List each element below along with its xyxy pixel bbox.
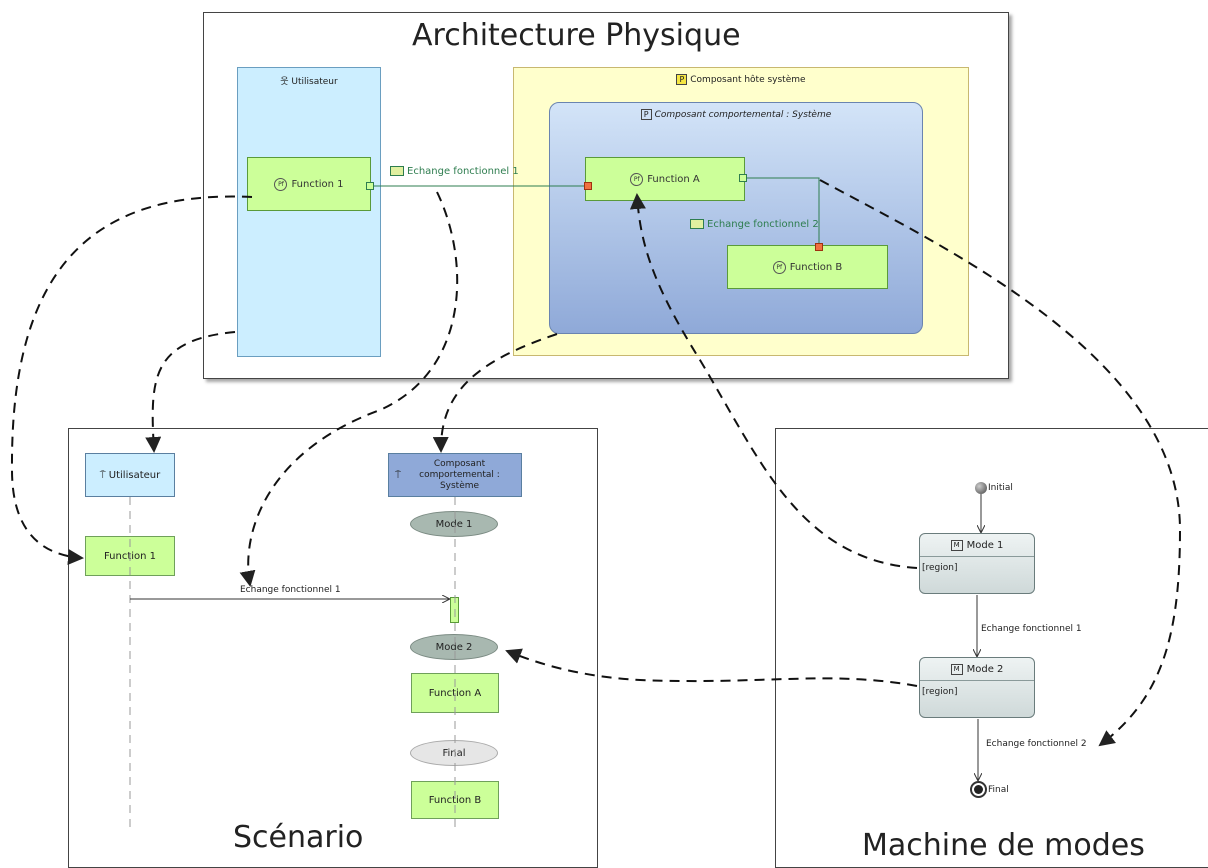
trace-function-1-to-scenario [10, 195, 253, 565]
trace-component-to-lifeline [432, 333, 558, 453]
scenario-message-label: Echange fonctionnel 1 [240, 585, 341, 595]
scenario-mode-2[interactable]: Mode 2 [410, 634, 498, 660]
architecture-title: Architecture Physique [412, 18, 741, 53]
lifeline-system-head[interactable]: ⍑ Composant comportemental : Système [388, 453, 522, 497]
transition-2-label[interactable]: Echange fonctionnel 2 [986, 739, 1087, 749]
physical-function-icon: Pf [630, 172, 644, 186]
mode-machine-title: Machine de modes [862, 828, 1145, 863]
final-label: Final [988, 785, 1009, 795]
scenario-panel [68, 428, 598, 868]
actor-icon: 웃 [280, 77, 289, 87]
lifeline-utilisateur-head[interactable]: ⍑ Utilisateur [85, 453, 175, 497]
mode-machine-panel [775, 428, 1208, 868]
exchange-1-label[interactable]: Echange fonctionnel 1 [390, 166, 519, 177]
scenario-title: Scénario [233, 820, 364, 855]
region-1: [region] [922, 563, 958, 573]
function-1-label: Function 1 [291, 178, 344, 190]
host-component-label: Composant hôte système [690, 75, 806, 85]
trace-mode2-to-scenario [505, 648, 918, 687]
trace-exchange-2-to-transition [819, 179, 1182, 747]
function-b-label: Function B [789, 261, 843, 273]
output-port-function-1[interactable] [366, 182, 374, 190]
initial-pseudostate[interactable] [975, 482, 987, 494]
actor-label: Utilisateur [291, 77, 338, 87]
physical-component-icon: P [676, 74, 688, 85]
exchange-2-line[interactable] [747, 177, 820, 243]
function-1-box[interactable]: Pf Function 1 [247, 157, 371, 211]
scenario-mode-1[interactable]: Mode 1 [410, 511, 498, 537]
exchange-icon [690, 219, 704, 229]
final-state[interactable] [970, 781, 987, 798]
behavior-component-label: Composant comportemental : Système [654, 110, 832, 120]
mode-icon: M [950, 663, 963, 675]
trace-mode1-to-function-a [629, 193, 918, 569]
initial-label: Initial [988, 483, 1013, 493]
physical-function-icon: Pf [772, 260, 786, 274]
component-icon: P [640, 109, 652, 120]
function-a-label: Function A [647, 173, 700, 185]
trace-actor-to-lifeline [145, 331, 236, 453]
function-a-box[interactable]: Pf Function A [585, 157, 745, 201]
lifeline-component-icon: ⍑ [395, 469, 401, 481]
scenario-final[interactable]: Final [410, 740, 498, 766]
region-2: [region] [922, 687, 958, 697]
trace-exchange-to-message [239, 191, 459, 587]
input-port-function-a[interactable] [584, 182, 592, 190]
actor-utilisateur[interactable]: 웃 Utilisateur [237, 67, 381, 357]
exchange-icon [390, 166, 404, 176]
exchange-2-label[interactable]: Echange fonctionnel 2 [690, 219, 819, 230]
lifeline-actor-icon: ⍑ [99, 469, 106, 481]
physical-function-icon: Pf [274, 177, 288, 191]
mode-icon: M [950, 539, 963, 551]
transition-1-label[interactable]: Echange fonctionnel 1 [981, 624, 1082, 634]
input-port-function-b[interactable] [815, 243, 823, 251]
function-b-box[interactable]: Pf Function B [727, 245, 888, 289]
output-port-function-a[interactable] [739, 174, 747, 182]
